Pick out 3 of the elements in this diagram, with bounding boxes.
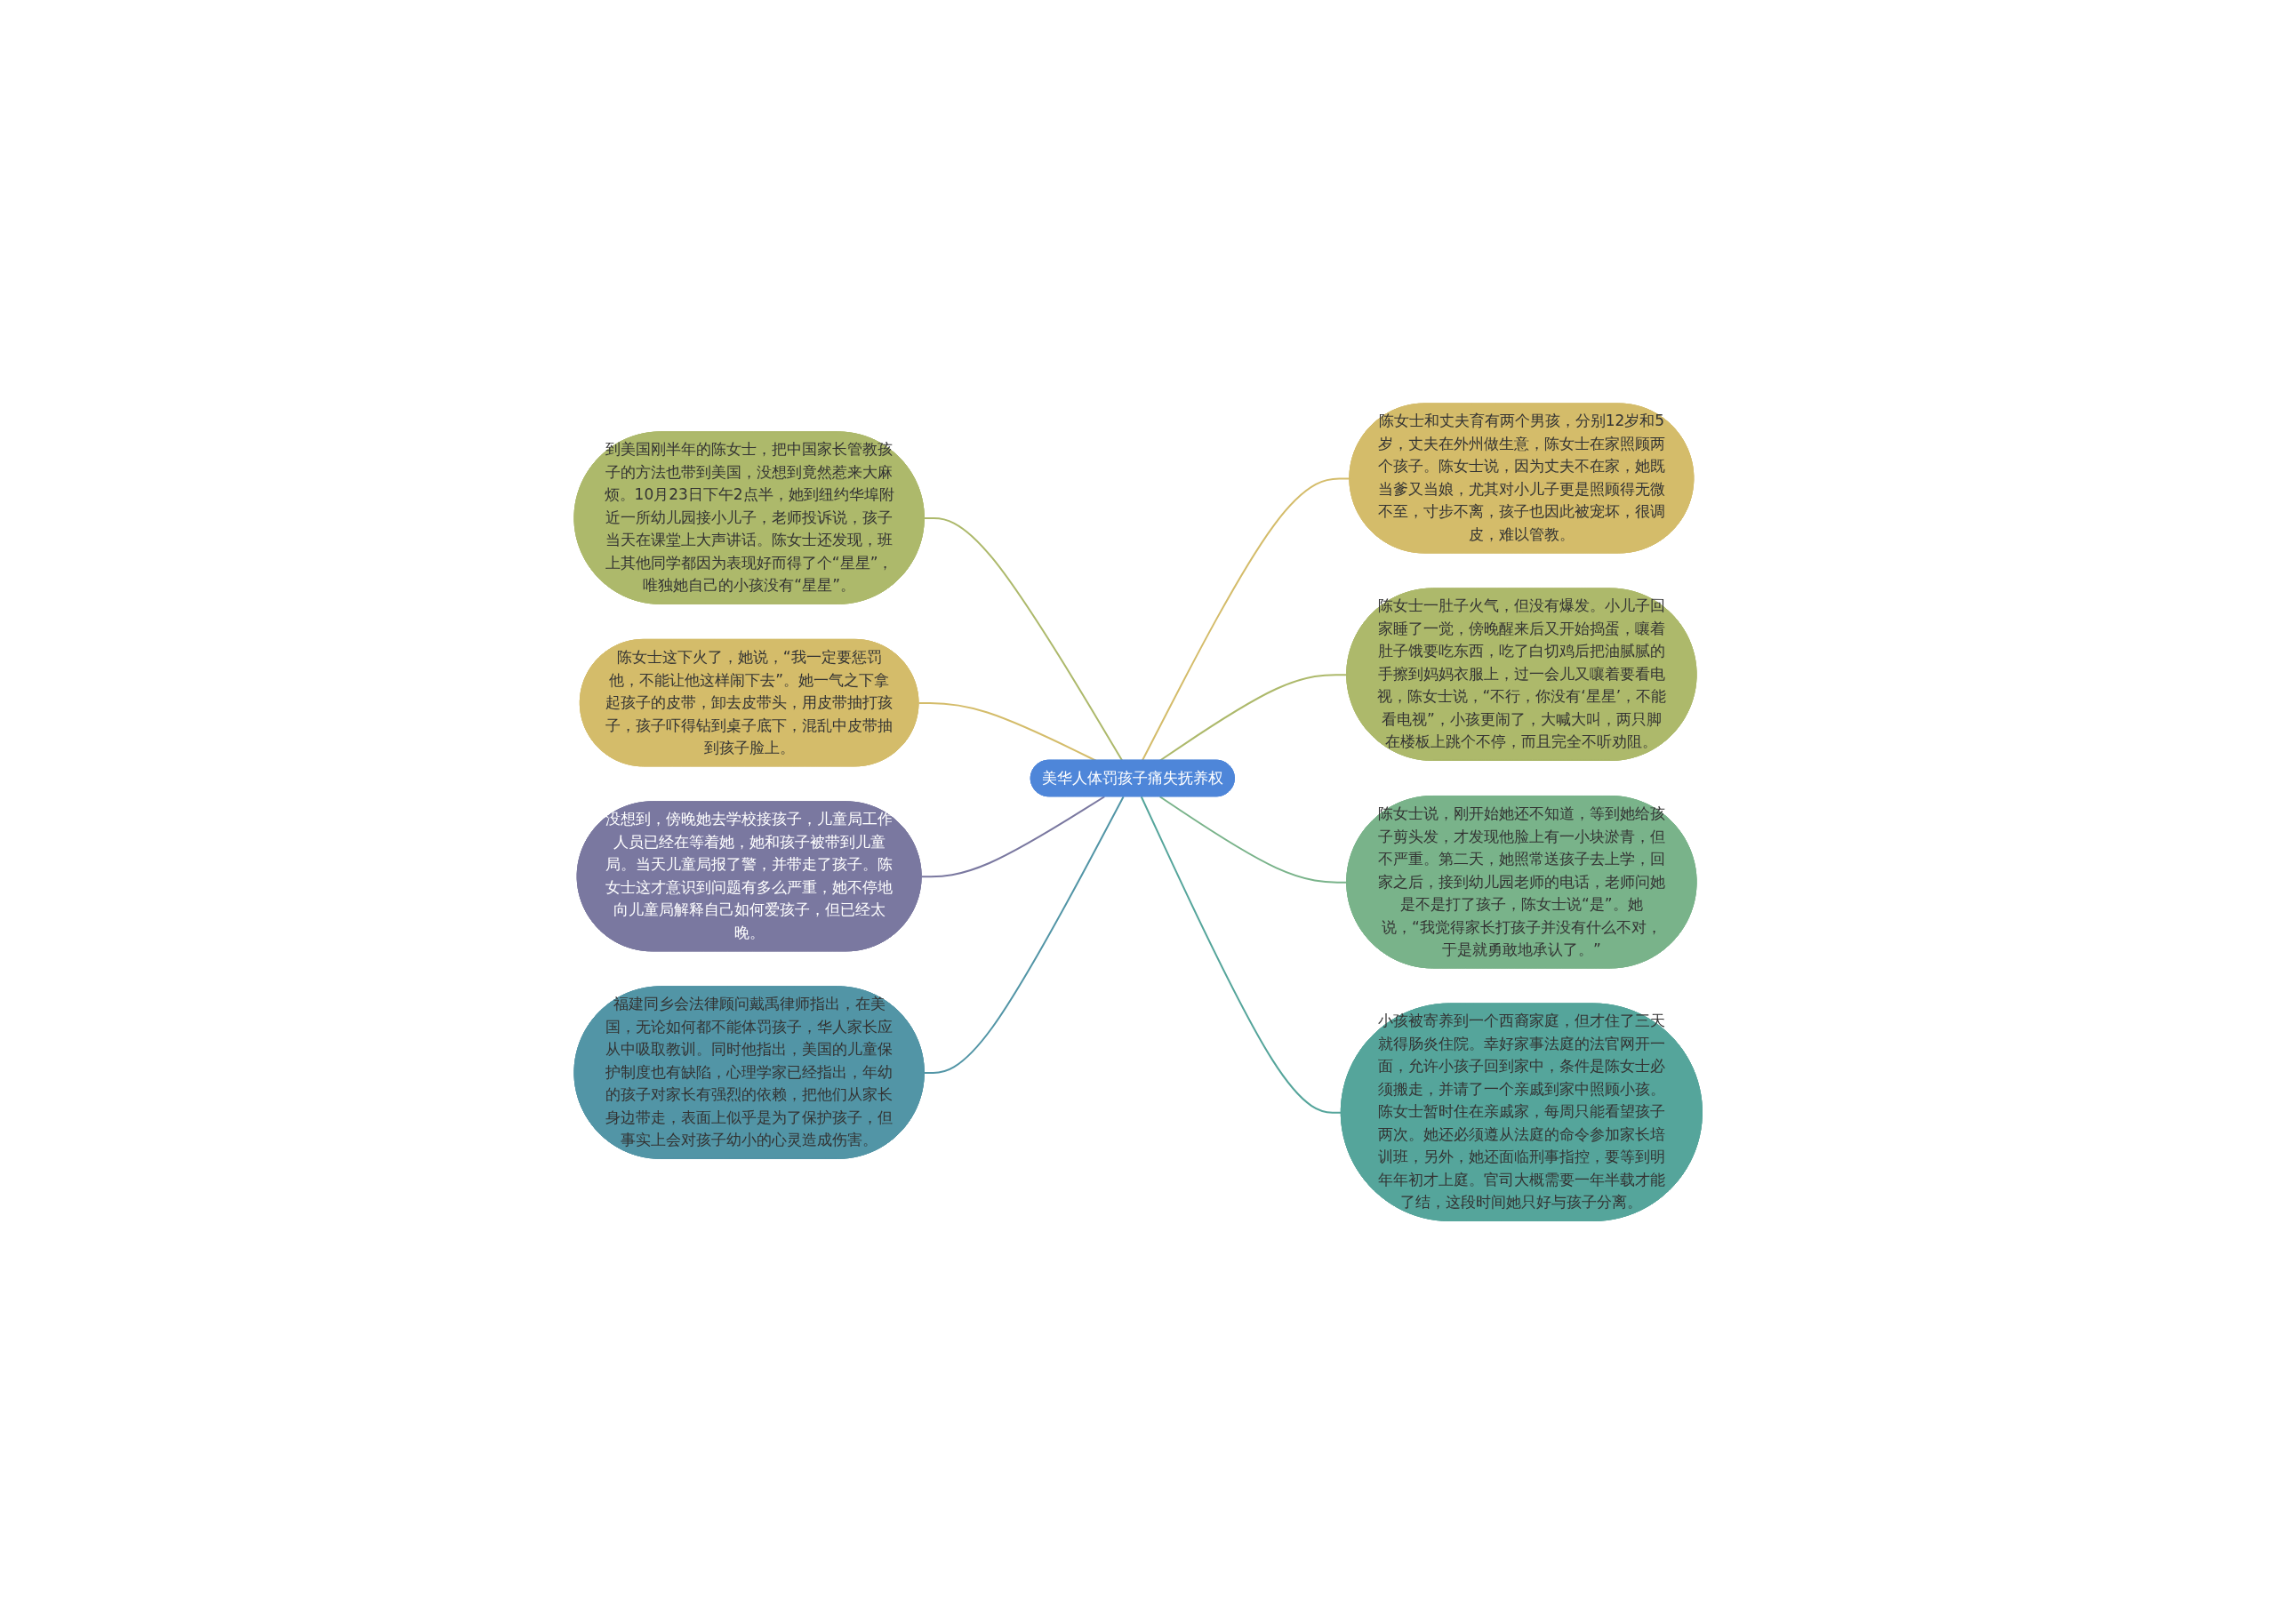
connector [1140,796,1342,1114]
connector [920,796,1106,878]
connector [923,796,1125,1074]
